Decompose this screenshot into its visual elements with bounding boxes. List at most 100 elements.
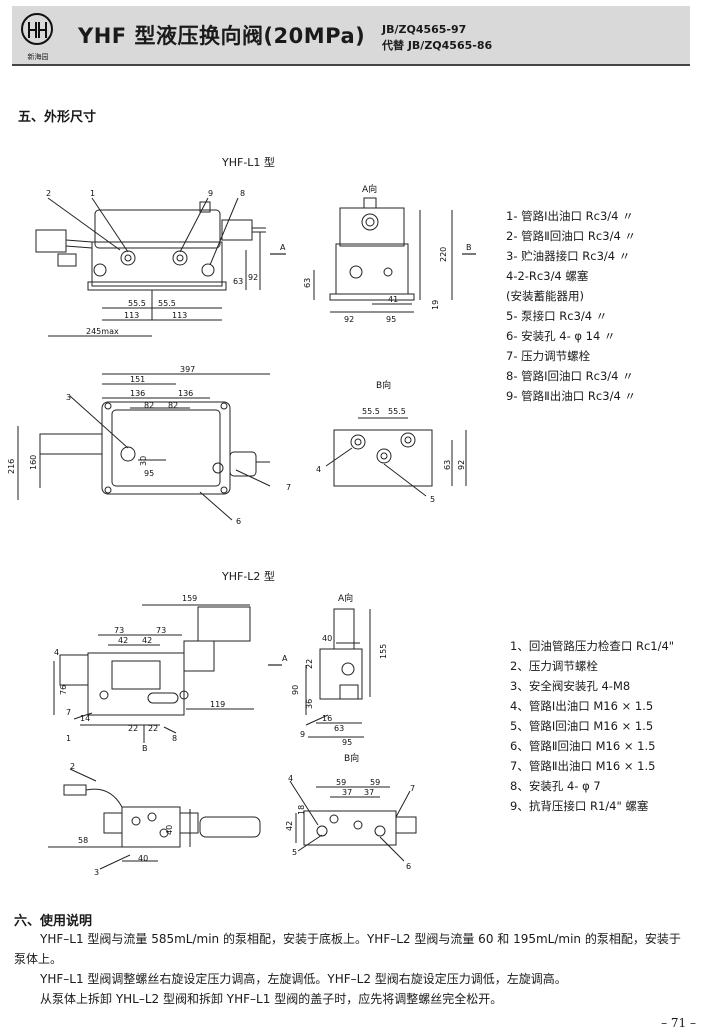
l1-legend-item: 4-2-Rc3/4 螺塞 [506,269,589,283]
l2-label-4: 4 [54,648,59,657]
l2-dim-14: 14 [80,714,90,723]
l1-dim-92: 92 [248,273,258,282]
l2-legend-item: 3、安全阀安装孔 4-M8 [510,679,631,693]
l1-dim-63c: 63 [443,460,452,470]
l2-dim-155: 155 [379,644,388,659]
l1-dim-63b: 63 [303,278,312,288]
l2-dim-95: 95 [342,738,352,747]
l1-legend-item: 3- 贮油器接口 Rc3/4 〃 [506,249,631,263]
l2-label-7b: 7 [410,784,415,793]
l1-dim-397: 397 [180,365,195,374]
l1-drawing: 2 1 9 8 A 63 92 55.5 55.5 113 113 245max… [7,183,476,526]
l1-label-8: 8 [240,189,245,198]
l1-label-9: 9 [208,189,213,198]
l1-b-view-label: B向 [376,379,391,391]
l2-dim-22b: 22 [148,724,158,733]
l1-legend-item: 5- 泵接口 Rc3/4 〃 [506,309,608,323]
l2-dim-119: 119 [210,700,225,709]
l1-label-2: 2 [46,189,51,198]
l1-dim-55c: 55.5 [362,407,380,416]
l1-dim-41: 41 [388,295,398,304]
standard-number: JB/ZQ4565-97 [382,23,467,36]
l1-dim-160: 160 [29,455,38,470]
l1-dim-55a: 55.5 [128,299,146,308]
l2-arrow-a: A [282,654,288,663]
l2-drawing: 159 73 73 42 42 4 76 7 14 1 22 22 B 8 11… [48,592,417,877]
l2-legend: 1、回油管路压力检查口 Rc1/4" 2、压力调节螺栓 3、安全阀安装孔 4-M… [510,636,674,816]
l1-dim-113b: 113 [172,311,187,320]
l2-dim-63: 63 [334,724,344,733]
l1-dim-220: 220 [439,247,448,262]
l1-legend-item: 6- 安装孔 4- φ 14 〃 [506,329,616,343]
l1-dim-55b: 55.5 [158,299,176,308]
l1-dim-63: 63 [233,277,243,286]
usage-paragraph: 从泵体上拆卸 YHL–L2 型阀和拆卸 YHF–L1 型阀的盖子时，应先将调整螺… [40,992,503,1006]
l1-front-view [35,197,286,337]
l2-dim-22a: 22 [128,724,138,733]
l1-legend-item: (安装蓄能器用) [506,289,584,303]
l2-dim-36: 36 [305,699,314,709]
usage-paragraph: YHF–L1 型阀调整螺丝右旋设定压力调高，左旋调低。YHF–L2 型阀右旋设定… [40,972,567,986]
l2-dim-22c: 22 [305,659,314,669]
l1-a-view-label: A向 [362,183,377,195]
l1-dim-82a: 82 [144,401,154,410]
l2-dim-58: 58 [78,836,88,845]
l1-label-1: 1 [90,189,95,198]
l1-arrow-a: A [280,243,286,252]
l2-label-8: 8 [172,734,177,743]
page-number: – 71 – [661,1016,696,1030]
l2-label-2: 2 [70,762,75,771]
l2-dim-40b: 40 [165,825,174,835]
l2-dim-159: 159 [182,594,197,603]
page-title: YHF 型液压换向阀(20MPa) [78,24,366,48]
l1-legend: 1- 管路Ⅰ出油口 Rc3/4 〃 2- 管路Ⅱ回油口 Rc3/4 〃 3- 贮… [506,206,636,406]
l2-legend-item: 1、回油管路压力检查口 Rc1/4" [510,639,675,653]
l2-b-view [289,780,417,862]
l2-caption: YHF-L2 型 [222,570,275,583]
l1-a-view [313,197,476,313]
l2-dim-42a: 42 [118,636,128,645]
page-header: 新海园 YHF 型液压换向阀(20MPa) JB/ZQ4565-97 代替 JB… [12,6,690,66]
l2-dim-37b: 37 [364,788,374,797]
l2-a-view [305,608,371,738]
replaces-standard: 代替 JB/ZQ4565-86 [382,39,493,52]
l2-dim-73a: 73 [114,626,124,635]
l1-dim-82b: 82 [168,401,178,410]
l1-dim-136b: 136 [178,389,193,398]
l2-dim-18: 18 [297,805,306,815]
l2-legend-item: 8、安装孔 4- φ 7 [510,779,601,793]
l1-arrow-b: B [466,243,472,252]
l1-dim-113a: 113 [124,311,139,320]
l2-legend-item: 9、抗背压接口 R1/4" 螺塞 [510,799,649,813]
l2-dim-16: 16 [322,714,332,723]
l1-dim-92c: 92 [457,460,466,470]
l1-top-view [17,373,271,521]
l1-dim-55d: 55.5 [388,407,406,416]
l1-label-5: 5 [430,495,435,504]
l2-dim-59b: 59 [370,778,380,787]
l1-dim-19: 19 [431,300,440,310]
usage-paragraph: YHF–L1 型阀与流量 585mL/min 的泵相配，安装于底板上。YHF–L… [14,932,681,966]
l1-label-6: 6 [236,517,241,526]
l2-label-3: 3 [94,868,99,877]
l1-dim-95b: 95 [144,469,154,478]
l2-label-9: 9 [300,730,305,739]
l1-b-view [325,417,467,497]
l2-legend-item: 4、管路Ⅰ出油口 M16 × 1.5 [510,699,654,713]
l2-dim-76: 76 [59,685,68,695]
l1-dim-151: 151 [130,375,145,384]
l1-label-3: 3 [66,393,71,402]
l1-label-4: 4 [316,465,321,474]
l1-dim-30: 30 [139,456,148,466]
l2-label-6: 6 [406,862,411,871]
l2-legend-item: 6、管路Ⅱ回油口 M16 × 1.5 [510,739,656,753]
section-heading-usage: 六、使用说明 [14,914,93,929]
l2-a-view-label: A向 [338,592,353,604]
l1-legend-item: 9- 管路Ⅱ出油口 Rc3/4 〃 [506,389,636,403]
l1-dim-245: 245max [86,327,119,336]
company-logo [21,13,53,45]
l2-dim-37a: 37 [342,788,352,797]
section-heading-dimensions: 五、外形尺寸 [18,110,97,125]
l2-legend-item: 2、压力调节螺栓 [510,659,598,673]
l2-b-view-label: B向 [344,752,359,764]
